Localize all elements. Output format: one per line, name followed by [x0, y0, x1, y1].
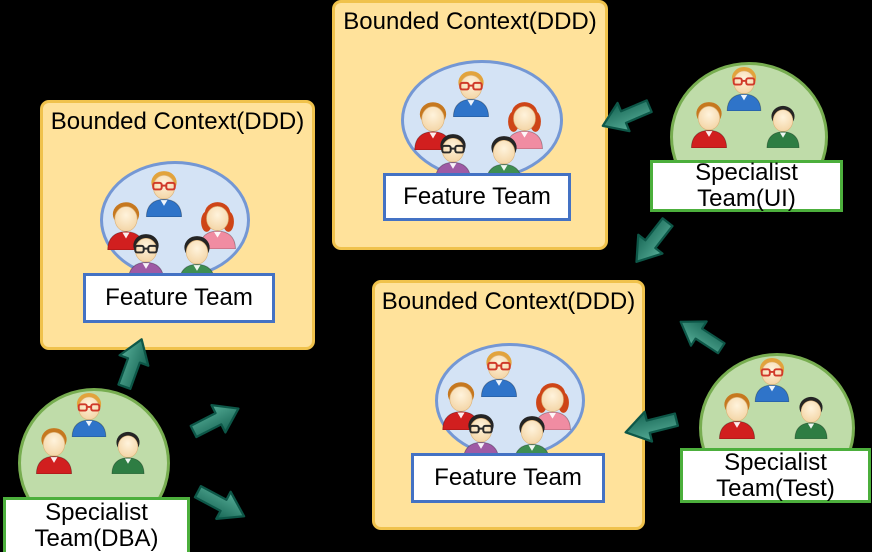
specialist-team-test-group: Specialist Team(Test): [680, 353, 871, 503]
specialist-label-line2: Team(Test): [716, 474, 835, 502]
specialist-team-test-label: Specialist Team(Test): [680, 448, 871, 503]
person-icon-orange-hair-red-shirt: [686, 99, 732, 148]
arrow-ui-to-bottom-context-icon: [621, 210, 683, 275]
person-icon-blonde-glasses-blue-shirt: [476, 348, 522, 398]
person-icon-black-hair-glasses-purple-shirt: [430, 131, 476, 180]
feature-team-label: Feature Team: [411, 453, 605, 503]
bounded-context-box-left: Bounded Context(DDD) Feature Team: [40, 100, 315, 350]
person-icon-black-hair-glasses-purple-shirt: [123, 231, 169, 280]
arrow-ui-to-top-context-icon: [594, 89, 658, 143]
specialist-team-dba-group: Specialist Team(DBA): [3, 388, 193, 552]
person-icon-black-hair-green-shirt: [174, 233, 220, 282]
bounded-context-title: Bounded Context(DDD): [343, 8, 597, 35]
person-icon-orange-hair-red-shirt: [31, 425, 77, 474]
specialist-team-dba-label: Specialist Team(DBA): [3, 497, 190, 552]
bounded-context-box-top: Bounded Context(DDD) Feature Team: [332, 0, 608, 250]
specialist-label-line1: Specialist: [724, 448, 827, 476]
person-icon-redhead-woman-pink-shirt: [529, 380, 576, 430]
arrow-dba-to-left-context-icon: [107, 331, 159, 394]
person-icon-blonde-glasses-blue-shirt: [141, 168, 187, 217]
specialist-team-ui-label: Specialist Team(UI): [650, 160, 843, 212]
feature-team-circle: [100, 161, 250, 282]
feature-team-label: Feature Team: [83, 273, 275, 323]
person-icon-black-hair-darkgreen-shirt: [107, 429, 149, 474]
person-icon-orange-hair-red-shirt: [437, 379, 485, 431]
arrow-test-to-top-context-icon: [670, 307, 732, 364]
feature-team-circle: [401, 60, 563, 182]
specialist-team-ui-group: Specialist Team(UI): [650, 62, 843, 212]
specialist-label-line1: Specialist: [695, 159, 798, 186]
arrow-test-to-bottom-context-icon: [619, 402, 682, 450]
feature-team-label: Feature Team: [383, 173, 571, 221]
person-icon-black-hair-darkgreen-shirt: [790, 394, 832, 439]
bounded-context-box-bottom: Bounded Context(DDD) Feature Team: [372, 280, 645, 530]
person-icon-orange-hair-red-shirt: [714, 390, 760, 439]
specialist-label-line2: Team(DBA): [34, 525, 159, 552]
person-icon-blonde-glasses-blue-shirt: [722, 64, 766, 111]
bounded-context-title: Bounded Context(DDD): [381, 288, 636, 315]
specialist-label-line1: Specialist: [45, 499, 148, 526]
person-icon-blonde-glasses-blue-shirt: [448, 68, 494, 117]
arrow-dba-outward-lower-icon: [188, 475, 254, 533]
person-icon-blonde-glasses-blue-shirt: [750, 355, 794, 402]
feature-team-circle: [435, 343, 585, 463]
bounded-context-title: Bounded Context(DDD): [50, 108, 305, 135]
person-icon-blonde-glasses-blue-shirt: [67, 390, 111, 437]
person-icon-black-hair-darkgreen-shirt: [762, 103, 804, 148]
person-icon-orange-hair-red-shirt: [409, 99, 457, 150]
arrow-dba-outward-upper-icon: [184, 392, 248, 449]
specialist-label-line2: Team(UI): [697, 185, 796, 212]
